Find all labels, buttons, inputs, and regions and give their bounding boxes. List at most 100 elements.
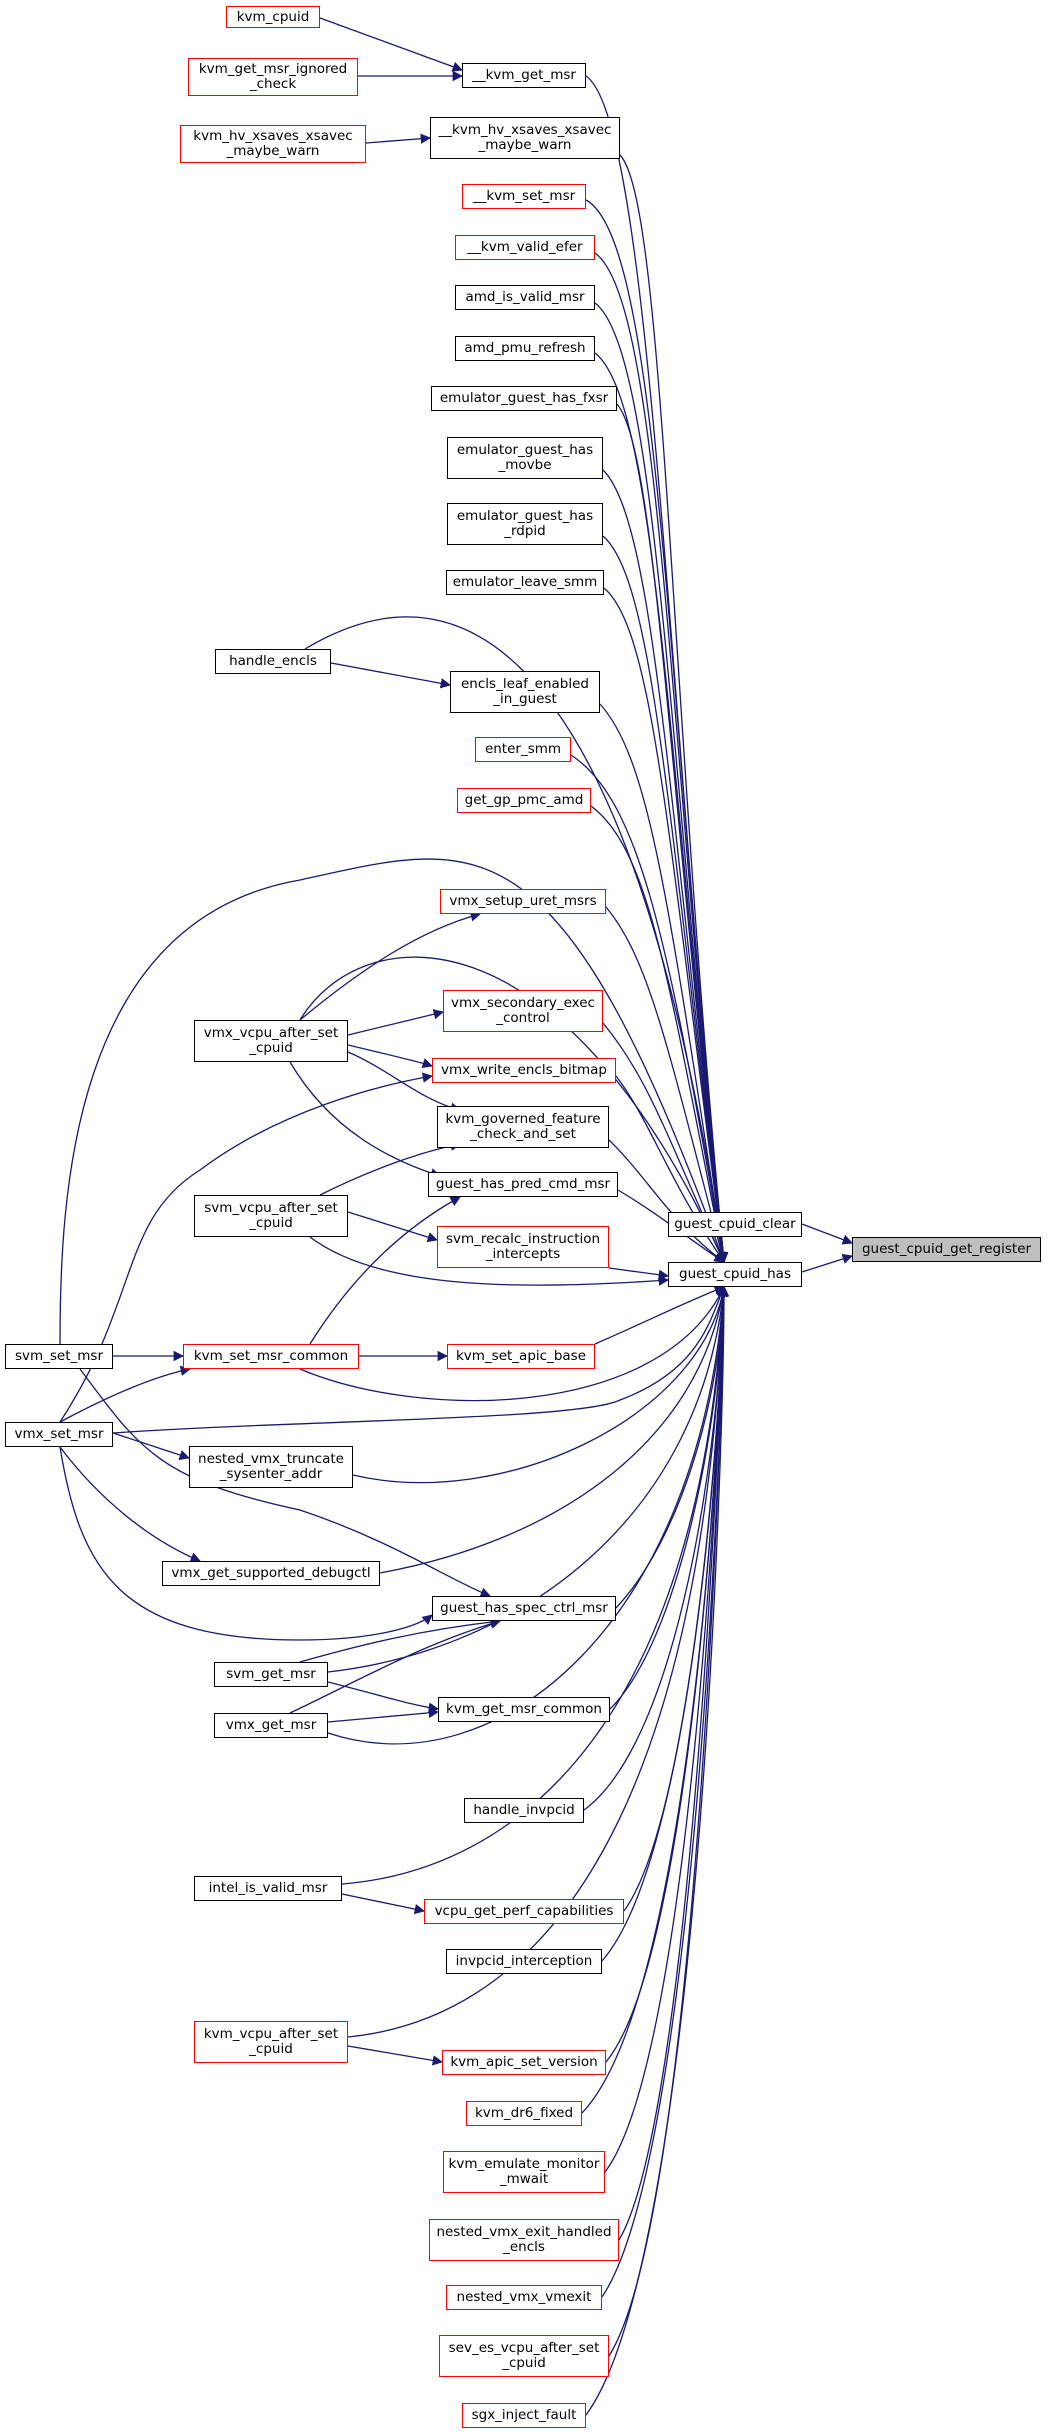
node-emulator-guest-has-fxsr[interactable]: emulator_guest_has_fxsr — [431, 386, 617, 411]
node-encls-leaf-enabled-in-guest[interactable]: encls_leaf_enabled _in_guest — [450, 671, 600, 713]
edge-nested-vmx-truncate-to-guest-cpuid-has — [352, 1285, 728, 1484]
edge-kvm-vcpu-to-kvm-apic-set-version — [347, 2045, 444, 2066]
edge-vmx-vcpu-to-kvm-governed — [347, 1051, 462, 1113]
edge-amd-pmu-refresh-to-guest-cpuid-has — [594, 352, 729, 1264]
node-guest-has-pred-cmd-msr[interactable]: guest_has_pred_cmd_msr — [428, 1172, 618, 1197]
node-kvm-valid-efer[interactable]: __kvm_valid_efer — [455, 235, 595, 260]
edge-kvm-cpuid-to-kvm-get-msr — [319, 17, 463, 72]
edge-handle-encls-to-encls-leaf — [330, 662, 452, 689]
node-kvm-set-msr-inner[interactable]: __kvm_set_msr — [462, 184, 586, 209]
edge-kvm-governed-to-guest-cpuid-has — [608, 1139, 725, 1263]
node-vmx-setup-uret-msrs[interactable]: vmx_setup_uret_msrs — [440, 889, 606, 914]
node-kvm-set-msr-common[interactable]: kvm_set_msr_common — [183, 1344, 359, 1369]
node-vmx-get-msr[interactable]: vmx_get_msr — [214, 1713, 328, 1738]
edge-kvm-set-msr-common-to-guest-has-pred-cmd — [309, 1196, 461, 1345]
edge-sgx-inject-fault-to-guest-cpuid-has — [585, 1285, 730, 2416]
edge-intel-is-valid-to-vcpu-get-perf — [341, 1893, 426, 1915]
node-sgx-inject-fault[interactable]: sgx_inject_fault — [462, 2403, 586, 2428]
node-vmx-get-supported-debugctl[interactable]: vmx_get_supported_debugctl — [162, 1561, 380, 1586]
node-kvm-apic-set-version[interactable]: kvm_apic_set_version — [442, 2050, 606, 2075]
edge-kvm-valid-efer-to-guest-cpuid-has — [594, 252, 729, 1264]
edge-amd-is-valid-msr-to-guest-cpuid-has — [594, 302, 729, 1264]
node-guest-has-spec-ctrl-msr[interactable]: guest_has_spec_ctrl_msr — [432, 1596, 616, 1621]
edge-vmx-set-msr-to-nested-vmx-truncate — [112, 1432, 190, 1461]
node-enter-smm[interactable]: enter_smm — [475, 737, 571, 762]
node-kvm-get-msr-ignored-check[interactable]: kvm_get_msr_ignored _check — [188, 58, 358, 96]
edge-kvm-set-msr-to-guest-cpuid-has — [585, 199, 729, 1264]
node-vmx-vcpu-after-set-cpuid[interactable]: vmx_vcpu_after_set _cpuid — [194, 1020, 348, 1062]
node-handle-invpcid[interactable]: handle_invpcid — [464, 1798, 584, 1823]
node-svm-set-msr[interactable]: svm_set_msr — [5, 1344, 113, 1369]
edge-encls-leaf-to-guest-cpuid-has — [599, 703, 728, 1264]
edge-guest-cpuid-has-to-get-register — [801, 1253, 853, 1273]
edge-emulator-guest-has-rdpid-to-guest-cpuid-has — [602, 535, 728, 1264]
node-guest-cpuid-clear[interactable]: guest_cpuid_clear — [668, 1212, 802, 1237]
node-guest-cpuid-has[interactable]: guest_cpuid_has — [668, 1262, 802, 1287]
node-svm-recalc-instruction-intercepts[interactable]: svm_recalc_instruction _intercepts — [437, 1226, 609, 1268]
edge-vmx-vcpu-to-vmx-write-encls — [347, 1044, 433, 1068]
edge-intel-is-valid-msr-to-guest-cpuid-has — [341, 1285, 729, 1885]
node-kvm-hv-xsaves-xsavec-maybe-warn[interactable]: kvm_hv_xsaves_xsavec _maybe_warn — [180, 125, 366, 163]
edge-svm-get-msr-to-guest-has-spec-ctrl — [299, 1616, 502, 1663]
edge-vmx-get-msr-to-guest-cpuid-has — [327, 1285, 729, 1745]
node-nested-vmx-exit-handled-encls[interactable]: nested_vmx_exit_handled _encls — [429, 2219, 619, 2261]
node-kvm-set-apic-base[interactable]: kvm_set_apic_base — [447, 1344, 595, 1369]
node-nested-vmx-truncate-sysenter-addr[interactable]: nested_vmx_truncate _sysenter_addr — [189, 1446, 353, 1488]
node-sev-es-vcpu-after-set-cpuid[interactable]: sev_es_vcpu_after_set _cpuid — [439, 2335, 609, 2377]
node-nested-vmx-vmexit[interactable]: nested_vmx_vmexit — [446, 2285, 602, 2310]
node-kvm-get-msr-common[interactable]: kvm_get_msr_common — [438, 1697, 610, 1722]
edge-vmx-setup-uret-to-guest-cpuid-has — [605, 906, 727, 1264]
node-emulator-guest-has-movbe[interactable]: emulator_guest_has _movbe — [447, 437, 603, 479]
node-svm-get-msr[interactable]: svm_get_msr — [214, 1662, 328, 1687]
node-amd-is-valid-msr[interactable]: amd_is_valid_msr — [455, 285, 595, 310]
edge-handle-encls-to-guest-cpuid-has — [304, 616, 728, 1264]
edge-guest-cpuid-clear-to-get-register — [801, 1223, 853, 1245]
node-kvm-cpuid[interactable]: kvm_cpuid — [226, 6, 320, 28]
edge-vmx-set-msr-to-kvm-set-msr-common — [59, 1365, 192, 1423]
edge-vmx-vcpu-to-vmx-setup-uret — [299, 911, 482, 1021]
node-handle-encls[interactable]: handle_encls — [215, 649, 331, 674]
node-get-gp-pmc-amd[interactable]: get_gp_pmc_amd — [457, 788, 591, 813]
node-vmx-secondary-exec-control[interactable]: vmx_secondary_exec _control — [443, 990, 603, 1032]
node-svm-vcpu-after-set-cpuid[interactable]: svm_vcpu_after_set _cpuid — [194, 1195, 348, 1237]
edge-vmx-set-msr-to-guest-cpuid-has — [112, 1286, 726, 1434]
edge-kvm-vcpu-after-set-to-guest-cpuid-has — [347, 1285, 729, 2038]
node-vmx-write-encls-bitmap[interactable]: vmx_write_encls_bitmap — [432, 1058, 616, 1083]
node-kvm-governed-feature-check-and-set[interactable]: kvm_governed_feature _check_and_set — [437, 1106, 609, 1148]
node-amd-pmu-refresh[interactable]: amd_pmu_refresh — [455, 336, 595, 361]
edge-svm-vcpu-to-svm-recalc — [347, 1211, 438, 1243]
node-vmx-set-msr[interactable]: vmx_set_msr — [5, 1422, 113, 1447]
edge-svm-set-msr-to-guest-has-spec-ctrl — [79, 1368, 491, 1598]
node-kvm-vcpu-after-set-cpuid[interactable]: kvm_vcpu_after_set _cpuid — [194, 2021, 348, 2063]
edge-svm-vcpu-after-set-to-guest-cpuid-has — [309, 1236, 670, 1286]
node-emulator-leave-smm[interactable]: emulator_leave_smm — [446, 570, 604, 595]
edge-vmx-set-msr-to-vmx-get-supported — [59, 1446, 201, 1563]
node-kvm-emulate-monitor-mwait[interactable]: kvm_emulate_monitor _mwait — [443, 2151, 605, 2193]
edge-kvm-set-apic-base-to-guest-cpuid-has — [594, 1285, 725, 1345]
node-guest-cpuid-get-register[interactable]: guest_cpuid_get_register — [852, 1237, 1041, 1262]
edge-vmx-get-msr-to-guest-has-spec-ctrl — [289, 1618, 501, 1714]
node-vcpu-get-perf-capabilities[interactable]: vcpu_get_perf_capabilities — [424, 1899, 624, 1924]
node-emulator-guest-has-rdpid[interactable]: emulator_guest_has _rdpid — [447, 503, 603, 545]
edge-vmx-vcpu-to-vmx-secondary — [347, 1009, 445, 1036]
edge-vmx-get-msr-to-kvm-get-msr-common — [327, 1707, 440, 1723]
edge-get-gp-pmc-amd-to-guest-cpuid-has — [590, 805, 728, 1264]
node-invpcid-interception[interactable]: invpcid_interception — [446, 1949, 602, 1974]
node-kvm-get-msr-inner[interactable]: __kvm_get_msr — [462, 63, 586, 88]
edge-vmx-vcpu-to-guest-has-pred-cmd — [289, 1061, 441, 1179]
edge-vmx-set-msr-to-guest-has-spec-ctrl — [59, 1446, 433, 1641]
edge-vmx-vcpu-after-set-to-guest-cpuid-has — [299, 956, 725, 1263]
edge-vmx-get-supported-debugctl-to-guest-cpuid-has — [379, 1285, 728, 1574]
node-kvm-hv-xsaves-xsavec-maybe-warn-inner[interactable]: __kvm_hv_xsaves_xsavec _maybe_warn — [430, 117, 620, 159]
edge-kvm-hv-xsaves-to-inner — [365, 133, 432, 144]
edge-svm-get-msr-to-kvm-get-msr-common — [327, 1681, 440, 1713]
edge-svm-recalc-to-guest-cpuid-has — [608, 1267, 670, 1280]
edge-emulator-guest-has-fxsr-to-guest-cpuid-has — [616, 403, 729, 1264]
edge-vmx-set-msr-to-vmx-write-encls — [59, 1072, 434, 1423]
edge-kvm-set-msr-common-to-guest-cpuid-has — [299, 1286, 725, 1402]
node-intel-is-valid-msr[interactable]: intel_is_valid_msr — [194, 1876, 342, 1901]
node-kvm-dr6-fixed[interactable]: kvm_dr6_fixed — [466, 2101, 582, 2126]
edge-enter-smm-to-guest-cpuid-has — [570, 754, 728, 1264]
